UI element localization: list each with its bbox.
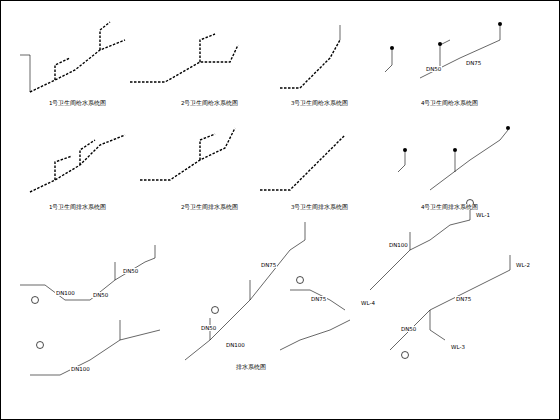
- pipe-label: WL-1: [475, 212, 491, 218]
- drawing-caption: 1号卫生间排水系统图: [48, 204, 108, 210]
- pipe-label: DN50: [92, 292, 109, 298]
- pipe-label: DN100: [55, 290, 76, 296]
- pipe-label: DN100: [225, 342, 246, 348]
- pipe-label: DN100: [388, 242, 409, 248]
- drawing-caption: 排水系统图: [235, 364, 267, 370]
- drawing-caption: 4号卫生间给水系统图: [420, 100, 480, 106]
- pipe-label: WL-4: [360, 300, 376, 306]
- drawing-caption: 2号卫生间给水系统图: [180, 100, 240, 106]
- drawing-caption: 3号卫生间排水系统图: [290, 204, 350, 210]
- drawing-caption: 3号卫生间给水系统图: [290, 100, 350, 106]
- pipe-label: DN75: [465, 60, 482, 66]
- pipe-label: DN75: [310, 296, 327, 302]
- drawing-caption: 1号卫生间给水系统图: [48, 100, 108, 106]
- pipe-label: DN50: [425, 66, 442, 72]
- pipe-label: WL-2: [515, 262, 531, 268]
- pipe-label: WL-3: [450, 344, 466, 350]
- drawing-caption: 4号卫生间排水系统图: [420, 204, 480, 210]
- drawing-caption: 2号卫生间排水系统图: [180, 204, 240, 210]
- pipe-label: DN100: [70, 366, 91, 372]
- pipe-label: DN50: [400, 326, 417, 332]
- pipe-label: DN50: [200, 325, 217, 331]
- pipe-label: DN75: [455, 296, 472, 302]
- pipe-label: DN50: [122, 268, 139, 274]
- pipe-label: DN75: [260, 262, 277, 268]
